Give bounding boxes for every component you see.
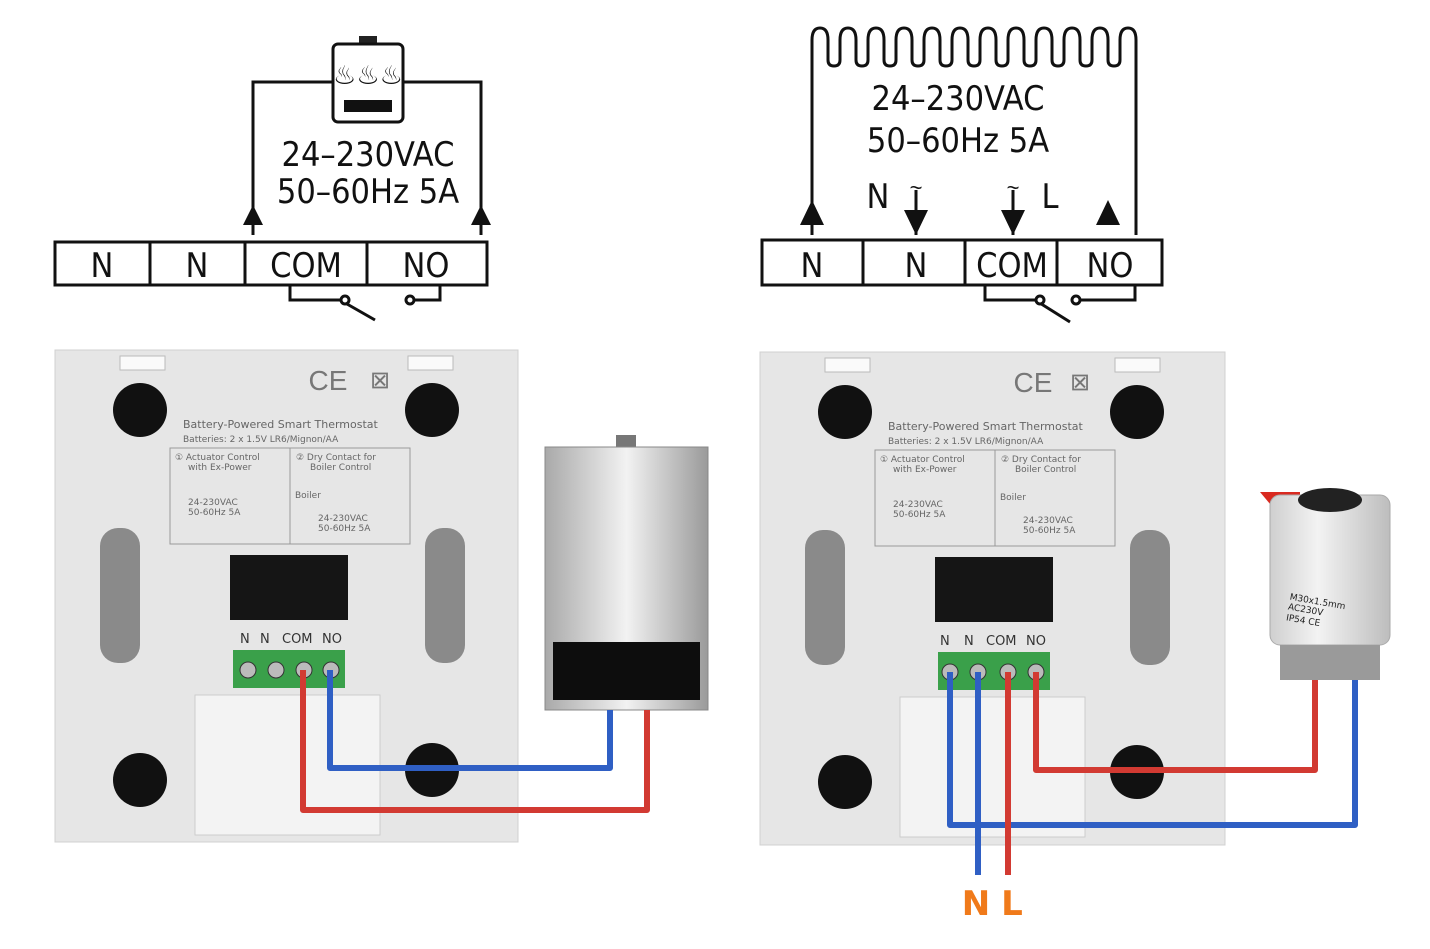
ce-mark: CE bbox=[1014, 367, 1053, 398]
supply-n-label: N bbox=[962, 884, 990, 924]
supply-l-label: L bbox=[1001, 884, 1023, 924]
weee-icon: ⊠ bbox=[370, 367, 390, 394]
right-schematic: 24–230VAC 50–60Hz 5A N ~ ~ L N N COM NO bbox=[760, 26, 1164, 324]
boiler-icon: ♨♨♨ bbox=[331, 36, 405, 124]
gas-boiler-unit bbox=[544, 435, 709, 711]
right-terminal-n1: N bbox=[801, 246, 824, 286]
label-freq-2: 50-60Hz 5A bbox=[1023, 526, 1076, 536]
right-l-supply-label: L bbox=[1041, 177, 1058, 217]
right-terminal-block: N N COM NO bbox=[760, 238, 1164, 287]
left-terminal-com: COM bbox=[270, 246, 342, 286]
label-section2: ② Dry Contact for bbox=[296, 453, 376, 463]
svg-text:~: ~ bbox=[910, 175, 923, 200]
left-terminal-block: N N COM NO bbox=[53, 240, 489, 287]
label-title: Battery-Powered Smart Thermostat bbox=[888, 420, 1084, 433]
label-voltage-2: 24-230VAC bbox=[1023, 516, 1073, 526]
left-terminal-n2: N bbox=[186, 246, 209, 286]
wires bbox=[300, 670, 1358, 875]
svg-text:♨♨♨: ♨♨♨ bbox=[333, 60, 403, 90]
label-freq-2: 50-60Hz 5A bbox=[318, 524, 371, 534]
pcb-com: COM bbox=[282, 632, 313, 647]
label-section2-sub: Boiler Control bbox=[1015, 465, 1076, 475]
label-freq-1: 50-60Hz 5A bbox=[893, 510, 946, 520]
blue-wire-right-actuator bbox=[947, 672, 1358, 828]
svg-text:~: ~ bbox=[1007, 175, 1020, 200]
left-terminal-no: NO bbox=[403, 246, 450, 286]
red-wire-right-actuator bbox=[1033, 672, 1318, 773]
label-section2: ② Dry Contact for bbox=[1001, 455, 1081, 465]
red-wire-left bbox=[300, 670, 650, 813]
pcb-no: NO bbox=[1026, 634, 1046, 649]
label-boiler: Boiler bbox=[295, 491, 321, 501]
right-frequency: 50–60Hz 5A bbox=[867, 121, 1049, 161]
right-terminal-no: NO bbox=[1087, 246, 1134, 286]
label-voltage-1: 24-230VAC bbox=[188, 498, 238, 508]
label-freq-1: 50-60Hz 5A bbox=[188, 508, 241, 518]
right-terminal-n2: N bbox=[905, 246, 928, 286]
label-section1: ① Actuator Control bbox=[175, 453, 260, 463]
left-voltage: 24–230VAC bbox=[281, 135, 454, 175]
blue-wire-left bbox=[327, 670, 613, 771]
label-batteries: Batteries: 2 x 1.5V LR6/Mignon/AA bbox=[183, 435, 339, 445]
label-section1-sub: with Ex-Power bbox=[188, 463, 252, 473]
label-batteries: Batteries: 2 x 1.5V LR6/Mignon/AA bbox=[888, 437, 1044, 447]
label-voltage-1: 24-230VAC bbox=[893, 500, 943, 510]
pcb-no: NO bbox=[322, 632, 342, 647]
left-frequency: 50–60Hz 5A bbox=[277, 172, 459, 212]
label-section1: ① Actuator Control bbox=[880, 455, 965, 465]
left-relay-switch bbox=[288, 285, 442, 322]
label-section2-sub: Boiler Control bbox=[310, 463, 371, 473]
pcb-n2: N bbox=[260, 632, 270, 647]
pcb-n1: N bbox=[240, 632, 250, 647]
right-voltage: 24–230VAC bbox=[871, 79, 1044, 119]
pcb-n2: N bbox=[964, 634, 974, 649]
label-voltage-2: 24-230VAC bbox=[318, 514, 368, 524]
thermal-actuator: M30x1.5mm AC230V IP54 CE bbox=[1260, 488, 1391, 680]
left-terminal-n1: N bbox=[91, 246, 114, 286]
label-title: Battery-Powered Smart Thermostat bbox=[183, 418, 379, 431]
thermostat-back-right: CE ⊠ Battery-Powered Smart Thermostat Ba… bbox=[759, 351, 1226, 846]
heater-coil-icon bbox=[810, 26, 1138, 235]
left-schematic: ♨♨♨ 24–230VAC 50–60Hz 5A N N COM NO bbox=[53, 36, 491, 322]
label-section1-sub: with Ex-Power bbox=[893, 465, 957, 475]
ce-mark: CE bbox=[309, 365, 348, 396]
right-relay-switch bbox=[983, 285, 1137, 324]
label-boiler: Boiler bbox=[1000, 493, 1026, 503]
right-n-supply-label: N bbox=[867, 177, 890, 217]
weee-icon: ⊠ bbox=[1070, 369, 1090, 396]
right-terminal-com: COM bbox=[976, 246, 1048, 286]
pcb-n1: N bbox=[940, 634, 950, 649]
pcb-com: COM bbox=[986, 634, 1017, 649]
